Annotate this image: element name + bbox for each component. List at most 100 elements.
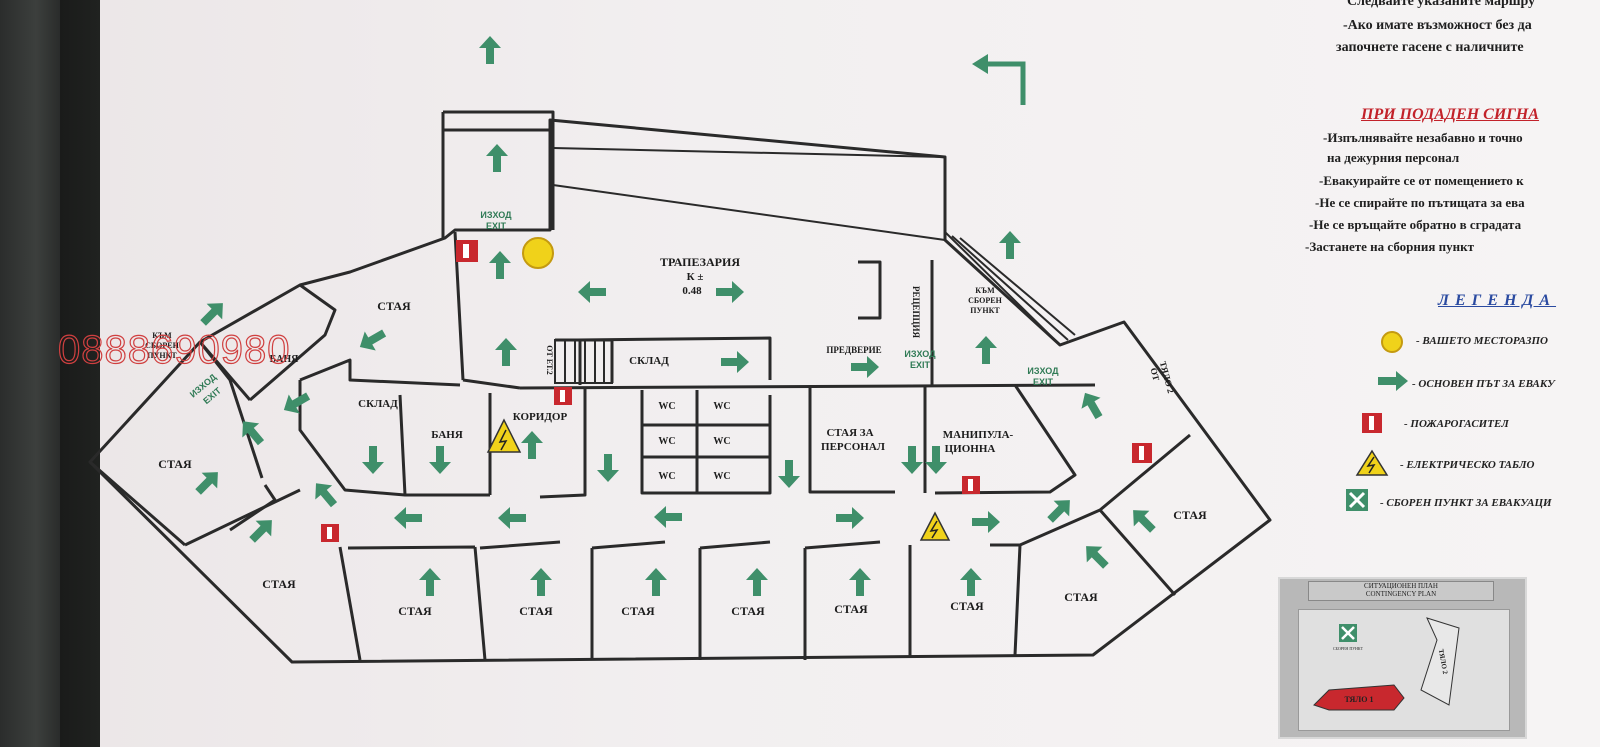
room-label: СТАЯ bbox=[731, 604, 765, 618]
corridor-label: КОРИДОР bbox=[513, 411, 568, 423]
exit-label: ИЗХОД bbox=[480, 210, 512, 220]
room-label: СТАЯ bbox=[950, 599, 984, 613]
you-are-here-icon bbox=[1381, 331, 1403, 353]
evacuation-route-arrow-icon bbox=[283, 392, 311, 414]
signal-item: -Изпълнявайте незабавно и точно bbox=[1323, 130, 1523, 145]
staff-room-label-2: ПЕРСОНАЛ bbox=[821, 441, 886, 453]
signal-item: на дежурния персонал bbox=[1327, 150, 1460, 165]
fire-extinguisher-icon bbox=[554, 387, 572, 405]
wc-label: WC bbox=[658, 471, 675, 482]
evacuation-route-arrow-icon bbox=[716, 281, 744, 303]
interior-walls-center bbox=[298, 358, 1077, 499]
wc-label: WC bbox=[658, 436, 675, 447]
evacuation-route-arrow-icon bbox=[498, 507, 526, 529]
notice-line-3: започнете гасене с наличните bbox=[1336, 40, 1524, 55]
evacuation-route-arrow-icon bbox=[578, 281, 606, 303]
evacuation-route-arrow-icon bbox=[489, 251, 511, 279]
electrical-panel-icon bbox=[486, 418, 522, 453]
evacuation-route-arrow-icon bbox=[1086, 546, 1109, 569]
electrical-panel-icon bbox=[919, 511, 951, 541]
evacuation-route-arrow-icon bbox=[486, 144, 508, 172]
legend-icons bbox=[1346, 331, 1408, 511]
staircase bbox=[554, 339, 613, 384]
evacuation-route-arrow-icon bbox=[1133, 510, 1156, 533]
evacuation-route-arrow-icon bbox=[530, 568, 552, 596]
wc-label: WC bbox=[713, 436, 730, 447]
legend-title: ЛЕГЕНДА bbox=[1438, 292, 1557, 309]
assembly-point-icon bbox=[1346, 489, 1368, 511]
evacuation-route-arrow-icon bbox=[960, 568, 982, 596]
notice-line-1: Следвайте указаните маршру bbox=[1347, 0, 1536, 9]
inset-title-bg: СИТУАЦИОНЕН ПЛАН bbox=[1364, 582, 1438, 590]
signal-title: ПРИ ПОДАДЕН СИГНА bbox=[1361, 106, 1540, 123]
room-label: СТАЯ bbox=[834, 602, 868, 616]
evacuation-route-arrow-icon bbox=[1081, 392, 1103, 420]
evacuation-route-arrow-icon bbox=[746, 568, 768, 596]
bath-label: БАНЯ bbox=[431, 429, 463, 441]
canopy-lines bbox=[552, 147, 1076, 346]
exit-label: ИЗХОД bbox=[904, 349, 936, 359]
signal-item: -Не се връщайте обратно в сградата bbox=[1309, 217, 1522, 232]
exit-label-en: EXIT bbox=[1033, 377, 1054, 387]
evacuation-route-arrow-icon bbox=[195, 472, 218, 495]
treatment-room-label-2: ЦИОННА bbox=[945, 443, 996, 455]
wc-label: WC bbox=[713, 401, 730, 412]
legend-label: - СБОРЕН ПУНКТ ЗА ЕВАКУАЦИ bbox=[1380, 497, 1552, 509]
evacuation-route-arrow-icon bbox=[1378, 371, 1408, 391]
storage-label: СКЛАД bbox=[629, 355, 669, 367]
bath-label-west: БАНЯ bbox=[270, 354, 299, 365]
outer-wall bbox=[88, 118, 1272, 664]
contingency-plan-inset: СИТУАЦИОНЕН ПЛАН CONTINGENCY PLAN СБОРЕН… bbox=[1278, 577, 1527, 739]
evacuation-route-arrow-icon bbox=[429, 446, 451, 474]
exit-label-en: EXIT bbox=[910, 360, 931, 370]
room-label: СТАЯ bbox=[621, 604, 655, 618]
room-label: СТАЯ bbox=[1173, 508, 1207, 522]
evacuation-route-arrow-icon bbox=[521, 431, 543, 459]
evacuation-route-arrow-icon bbox=[359, 329, 387, 351]
evacuation-route-arrow-icon bbox=[778, 460, 800, 488]
evacuation-route-arrow-icon bbox=[985, 61, 1026, 105]
legend-label: - ОСНОВЕН ПЪТ ЗА ЕВАКУ bbox=[1412, 378, 1555, 390]
evacuation-route-arrow-icon bbox=[1047, 500, 1070, 523]
signal-item: -Не се спирайте по пътищата за ева bbox=[1315, 195, 1525, 210]
exit-label-en: EXIT bbox=[486, 221, 507, 231]
stair-tower bbox=[441, 110, 555, 238]
inset-assembly-label: СБОРЕН ПУНКТ bbox=[1333, 646, 1364, 651]
legend-label: - ВАШЕТО МЕСТОРАЗПО bbox=[1416, 335, 1548, 347]
assembly-point-label-3: ПУНКТ bbox=[970, 306, 1000, 315]
fire-extinguisher-icon bbox=[1362, 413, 1382, 433]
evacuation-arrows bbox=[195, 36, 1156, 596]
exit-label: ИЗХОД bbox=[1027, 366, 1059, 376]
evacuation-route-arrow-icon bbox=[495, 338, 517, 366]
fire-extinguisher-icon bbox=[962, 476, 980, 494]
inset-body1 bbox=[1313, 684, 1405, 711]
fire-extinguisher-icon bbox=[1132, 443, 1152, 463]
dining-level-label: К ± bbox=[687, 271, 704, 283]
evacuation-route-arrow-icon bbox=[645, 568, 667, 596]
room-label: СТАЯ bbox=[519, 604, 553, 618]
evacuation-route-arrow-icon bbox=[925, 446, 947, 474]
evacuation-route-arrow-icon bbox=[362, 446, 384, 474]
inset-header: СИТУАЦИОНЕН ПЛАН CONTINGENCY PLAN bbox=[1308, 581, 1494, 601]
assembly-point-label-west-2: СБОРЕН bbox=[145, 341, 179, 350]
assembly-point-label-west: КЪМ bbox=[152, 331, 172, 340]
room-label: СТАЯ bbox=[158, 457, 192, 471]
room-label: СТАЯ bbox=[398, 604, 432, 618]
fire-extinguisher-icon bbox=[321, 524, 339, 542]
wc-label: WC bbox=[658, 401, 675, 412]
inset-body2 bbox=[1420, 617, 1460, 706]
evacuation-route-arrow-icon bbox=[394, 507, 422, 529]
vestibule-label: ПРЕДВЕРИЕ bbox=[826, 345, 881, 355]
electrical-panel-icon bbox=[1355, 449, 1389, 476]
evacuation-route-arrow-icon bbox=[901, 446, 923, 474]
assembly-point-label: КЪМ bbox=[975, 286, 995, 295]
evacuation-route-arrow-icon bbox=[721, 351, 749, 373]
notice-line-2: -Ако имате възможност без да bbox=[1343, 18, 1532, 33]
evacuation-route-arrow-icon bbox=[851, 356, 879, 378]
you-are-here-icon bbox=[522, 237, 554, 269]
from-body2-label: ОТ bbox=[1148, 367, 1161, 382]
evacuation-route-arrow-icon bbox=[836, 507, 864, 529]
assembly-point-label-west-3: ПУНКТ bbox=[147, 351, 177, 360]
frame-inner-edge bbox=[60, 0, 100, 747]
